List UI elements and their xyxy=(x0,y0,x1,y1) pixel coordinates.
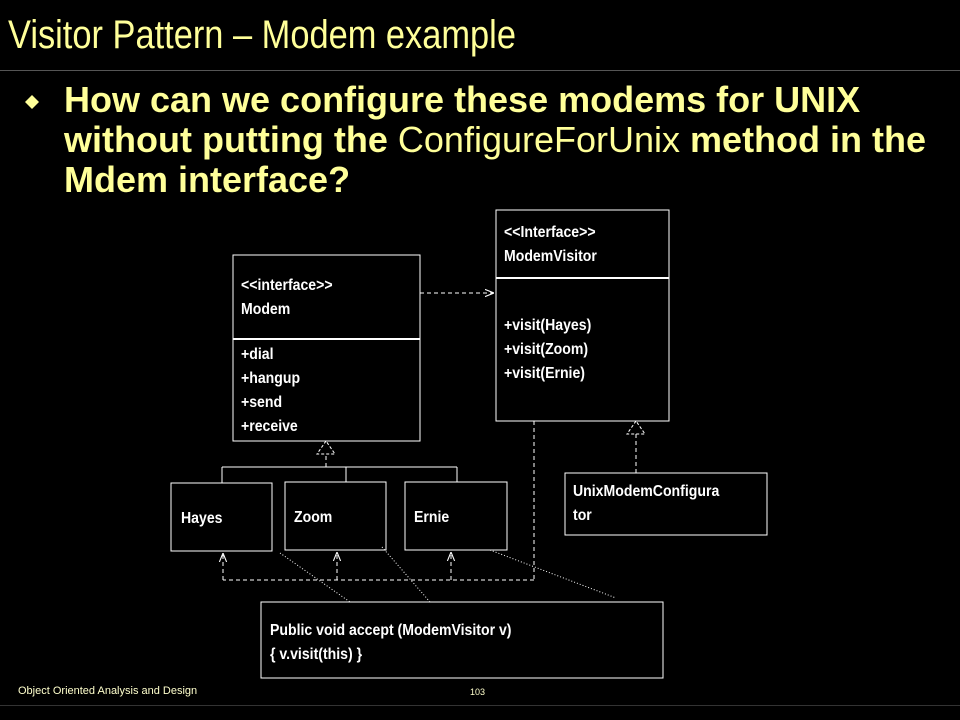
accept-note-box xyxy=(260,601,664,679)
modem-generalization-arrowhead xyxy=(316,440,336,455)
modem-name: Modem xyxy=(241,301,291,318)
unix-configurator-box xyxy=(564,472,768,536)
modem-methods: +dial +hangup +send +receive xyxy=(241,343,300,439)
question-part-1: How can we configure these modems for UN… xyxy=(64,79,861,160)
accept-note-text: Public void accept (ModemVisitor v) { v.… xyxy=(270,619,512,667)
modem-visitor-stereotype: <<Interface>> xyxy=(504,224,596,241)
unix-configurator-label: UnixModemConfigura tor xyxy=(573,480,719,528)
slide-title: Visitor Pattern – Modem example xyxy=(8,13,516,57)
ernie-label: Ernie xyxy=(414,509,450,526)
visitor-method: +visit(Hayes) xyxy=(504,317,592,334)
modem-method: +hangup xyxy=(241,370,301,387)
question-part-2: ConfigureForUnix xyxy=(397,119,681,160)
ernie-class-box xyxy=(404,481,508,551)
modem-visitor-methods: +visit(Hayes) +visit(Zoom) +visit(Ernie) xyxy=(504,314,591,386)
visitor-method: +visit(Ernie) xyxy=(504,365,585,382)
hayes-label: Hayes xyxy=(181,510,223,527)
footer-course: Object Oriented Analysis and Design xyxy=(18,685,198,697)
note-anchor-ernie xyxy=(489,549,617,599)
visitor-realization-arrowhead xyxy=(626,420,646,435)
accept-note-line: { v.visit(this) } xyxy=(270,646,363,663)
modem-stereotype: <<interface>> xyxy=(241,277,333,294)
modem-visitor-name: ModemVisitor xyxy=(504,248,597,265)
modem-interface-box xyxy=(232,254,421,442)
question-part-3: method in the Mdem interface? xyxy=(64,119,927,200)
modem-method: +send xyxy=(241,394,283,411)
note-anchor-hayes xyxy=(279,552,351,603)
modem-method: +receive xyxy=(241,418,298,435)
zoom-label: Zoom xyxy=(294,509,333,526)
unix-configurator-line: UnixModemConfigura xyxy=(573,483,720,500)
diamond-bullet-icon xyxy=(25,95,39,109)
bullet-question: How can we configure these modems for UN… xyxy=(64,80,944,200)
footer-page-number: 103 xyxy=(470,687,486,697)
note-anchor-zoom xyxy=(381,546,431,603)
unix-configurator-line: tor xyxy=(573,507,592,524)
modem-visitor-interface-box xyxy=(495,209,670,422)
visitor-method: +visit(Zoom) xyxy=(504,341,589,358)
zoom-class-box xyxy=(284,481,387,551)
modem-method: +dial xyxy=(241,346,274,363)
footer-divider xyxy=(0,705,960,706)
accept-note-line: Public void accept (ModemVisitor v) xyxy=(270,622,512,639)
title-divider xyxy=(0,70,960,71)
